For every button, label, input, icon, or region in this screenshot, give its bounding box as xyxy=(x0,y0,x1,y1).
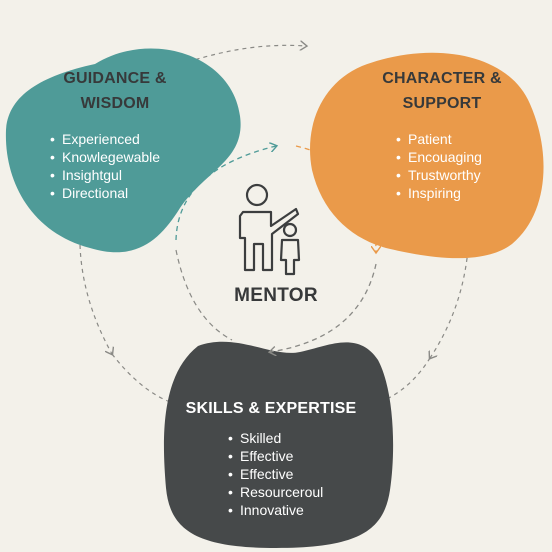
mentor-child-icon xyxy=(238,183,301,276)
guidance-title-line1: GUIDANCE & xyxy=(63,70,167,87)
list-item: Skilled xyxy=(228,429,366,447)
list-item: Patient xyxy=(396,130,522,148)
outer-arrow-top xyxy=(187,45,306,63)
inner-arrow-gray-left xyxy=(175,249,233,341)
list-item: Effective xyxy=(228,447,366,465)
character-list: Patient Encouaging Trustworthy Inspiring xyxy=(396,130,522,202)
outer-arrow-left xyxy=(79,244,112,354)
list-item: Directional xyxy=(50,184,200,202)
list-item: Inspiring xyxy=(396,184,522,202)
character-title-line1: CHARACTER & xyxy=(382,70,502,87)
outer-arrow-bottom-right xyxy=(379,357,431,403)
inner-arrow-gray xyxy=(270,263,377,352)
outer-arrow-right xyxy=(430,249,469,358)
list-item: Knowlegewable xyxy=(50,148,200,166)
list-item: Insightgul xyxy=(50,166,200,184)
list-item: Trustworthy xyxy=(396,166,522,184)
inner-arrow-orange xyxy=(295,145,376,252)
list-item: Innovative xyxy=(228,501,366,519)
list-item: Experienced xyxy=(50,130,200,148)
character-panel: CHARACTER & SUPPORT Patient Encouaging T… xyxy=(362,66,522,202)
guidance-list: Experienced Knowlegewable Insightgul Dir… xyxy=(50,130,200,202)
guidance-panel: GUIDANCE & WISDOM Experienced Knowlegewa… xyxy=(30,66,200,202)
skills-title: SKILLS & EXPERTISE xyxy=(185,400,357,417)
guidance-title: GUIDANCE & WISDOM xyxy=(30,66,200,116)
skills-list: Skilled Effective Effective Resourceroul… xyxy=(228,429,366,519)
skills-panel: SKILLS & EXPERTISE Skilled Effective Eff… xyxy=(176,396,366,519)
mentor-label: MENTOR xyxy=(234,285,318,306)
outer-arrow-bottom-left xyxy=(111,353,171,403)
inner-arrow-teal xyxy=(175,146,276,241)
list-item: Effective xyxy=(228,465,366,483)
character-title-line2: SUPPORT xyxy=(402,95,482,112)
list-item: Encouaging xyxy=(396,148,522,166)
character-title: CHARACTER & SUPPORT xyxy=(362,66,522,116)
guidance-title-line2: WISDOM xyxy=(80,95,150,112)
list-item: Resourceroul xyxy=(228,483,366,501)
